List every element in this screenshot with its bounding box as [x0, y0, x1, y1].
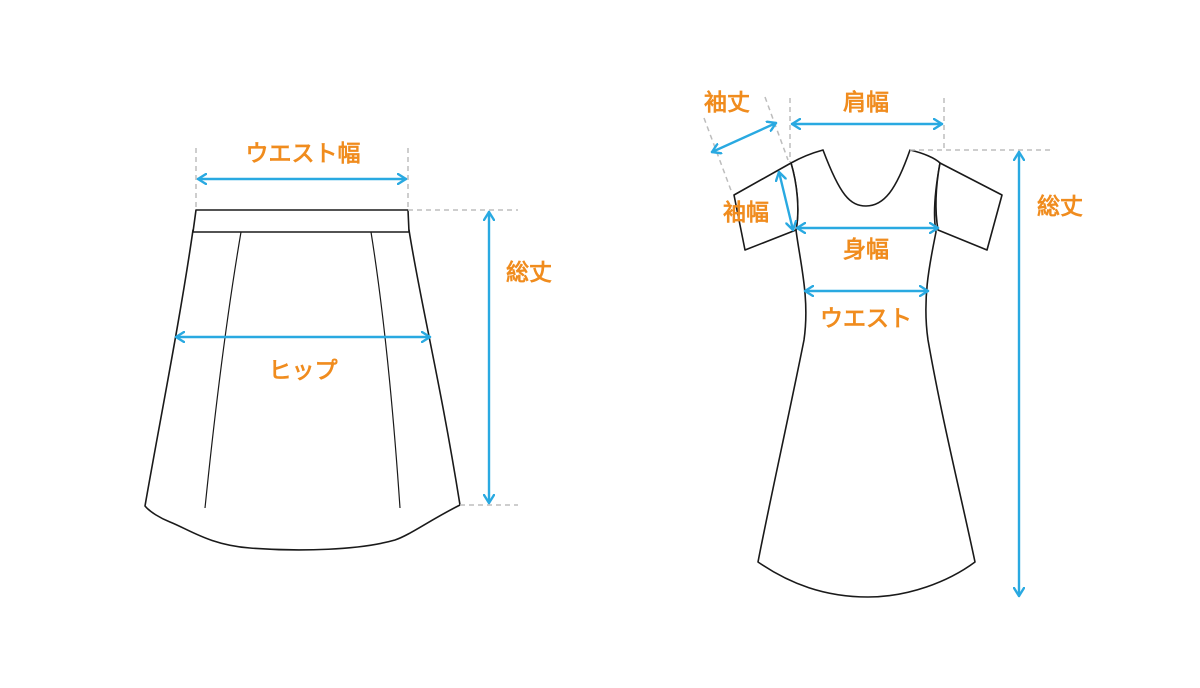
dress-sleeve-width-arrow	[779, 170, 793, 232]
dress-sleeve-guide-inner	[764, 96, 789, 161]
dress-waist-label: ウエスト	[820, 306, 912, 332]
dress-sleeve-guide-outer	[703, 117, 733, 194]
dress-right-sleeve	[935, 162, 1003, 251]
skirt-right-seam	[370, 231, 401, 509]
dress-shoulder-width-label: 肩幅	[843, 89, 889, 116]
skirt-left-seam	[204, 231, 242, 509]
skirt-waist-width-label: ウエスト幅	[246, 141, 361, 167]
dress-sleeve-length-arrow	[710, 123, 778, 152]
skirt-hip-label: ヒップ	[269, 358, 339, 384]
skirt-body-outline	[144, 229, 461, 551]
skirt-illustration	[144, 209, 461, 551]
dress-sleeve-length-label: 袖丈	[704, 89, 750, 116]
skirt-total-length-label: 総丈	[506, 259, 552, 286]
dress-illustration	[733, 149, 1003, 598]
dress-total-length-label: 総丈	[1037, 193, 1083, 220]
dress-sleeve-width-label: 袖幅	[723, 199, 769, 226]
dress-body-outline	[757, 149, 976, 598]
dress-body-width-label: 身幅	[843, 236, 889, 263]
skirt-waistband	[192, 209, 410, 233]
